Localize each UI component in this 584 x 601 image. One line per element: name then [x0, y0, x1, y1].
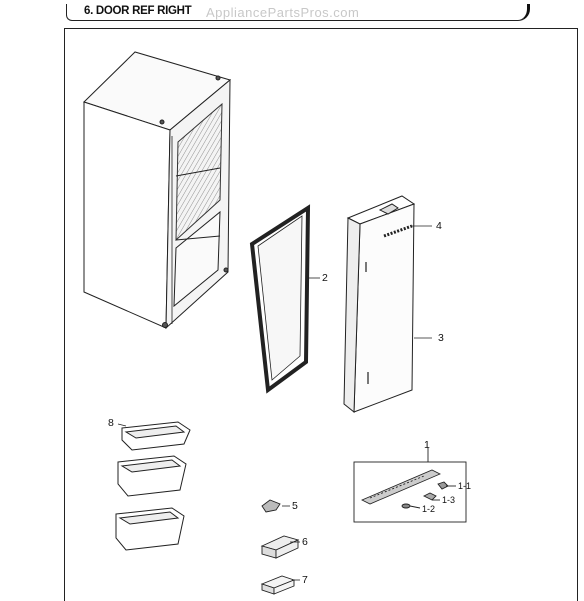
callout-4: 4	[436, 220, 442, 232]
section-header: 6. DOOR REF RIGHT	[66, 4, 532, 22]
door-bin-top	[121, 421, 191, 451]
watermark-text: AppliancePartsPros.com	[206, 5, 360, 20]
callout-1-3: 1-3	[442, 495, 456, 505]
callout-8: 8	[108, 417, 114, 429]
door-bin-middle	[117, 455, 187, 497]
section-title: 6. DOOR REF RIGHT	[84, 5, 192, 17]
callout-1-2: 1-2	[422, 504, 436, 514]
callout-5: 5	[292, 500, 298, 512]
callout-1-1: 1-1	[458, 481, 472, 491]
hinge-kit-box	[353, 448, 467, 523]
door-bin-bottom	[115, 507, 185, 551]
hinge-cover-plate	[260, 575, 296, 595]
refrigerator-cabinet	[83, 51, 232, 330]
door-assembly	[343, 195, 416, 414]
door-stopper-block	[260, 535, 300, 559]
diagram-frame	[64, 28, 578, 601]
hinge-cap	[261, 499, 281, 513]
callout-7: 7	[302, 574, 308, 586]
callout-3: 3	[438, 332, 444, 344]
callout-1: 1	[424, 439, 430, 451]
callout-6: 6	[302, 536, 308, 548]
callout-2: 2	[322, 272, 328, 284]
header-tab	[66, 4, 530, 21]
door-gasket	[249, 204, 311, 394]
